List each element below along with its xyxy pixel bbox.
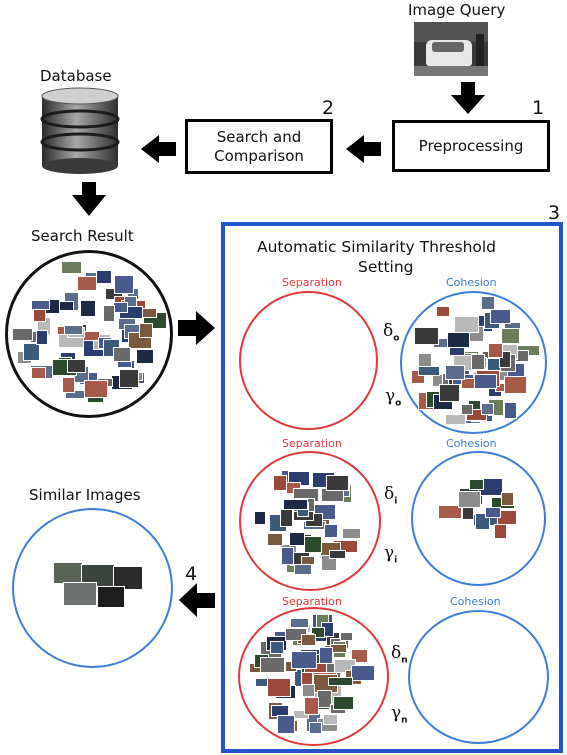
cohesion-label-i: Cohesion: [446, 437, 497, 450]
arrow-search-to-database: [141, 135, 176, 163]
query-image: [414, 22, 488, 76]
preprocessing-label: Preprocessing: [418, 136, 524, 155]
gamma-o: γo: [385, 386, 402, 409]
separation-label-i: Separation: [282, 437, 342, 450]
step-2-number: 2: [322, 97, 335, 119]
separation-label-n: Separation: [282, 595, 342, 608]
search-label-line2: Comparison: [214, 146, 304, 165]
gamma-i: γi: [384, 543, 398, 566]
search-label-line1: Search and: [216, 127, 302, 146]
delta-i: δi: [384, 484, 398, 507]
database-label: Database: [40, 67, 112, 85]
step-3-number: 3: [548, 202, 561, 224]
database-icon: [40, 86, 120, 174]
step-1-number: 1: [532, 97, 545, 119]
search-comparison-box: Search and Comparison: [185, 119, 333, 174]
arrow-preprocessing-to-search: [346, 135, 381, 163]
delta-o: δo: [383, 321, 400, 344]
cohesion-label-n: Cohesion: [450, 595, 501, 608]
delta-n: δn: [391, 643, 408, 666]
image-query-label: Image Query: [408, 1, 506, 19]
similar-images-label: Similar Images: [29, 486, 141, 504]
threshold-title-line1: Automatic Similarity Threshold: [257, 238, 497, 256]
arrow-database-to-result: [72, 182, 106, 216]
arrow-query-to-preprocessing: [451, 82, 485, 114]
arrow-threshold-to-similar: [179, 583, 215, 617]
threshold-setting-frame: [221, 222, 563, 753]
separation-label-o: Separation: [282, 276, 342, 289]
separation-circle-o: [239, 291, 378, 430]
arrow-result-to-threshold: [178, 311, 215, 345]
gamma-n: γn: [391, 703, 408, 726]
step-4-number: 4: [185, 563, 198, 585]
cohesion-label-o: Cohesion: [446, 276, 497, 289]
similar-images-thumbnails: [53, 562, 143, 608]
cohesion-circle-n: [408, 610, 549, 744]
threshold-title-line2: Setting: [358, 258, 414, 276]
preprocessing-box: Preprocessing: [392, 120, 550, 172]
search-result-label: Search Result: [31, 227, 134, 245]
